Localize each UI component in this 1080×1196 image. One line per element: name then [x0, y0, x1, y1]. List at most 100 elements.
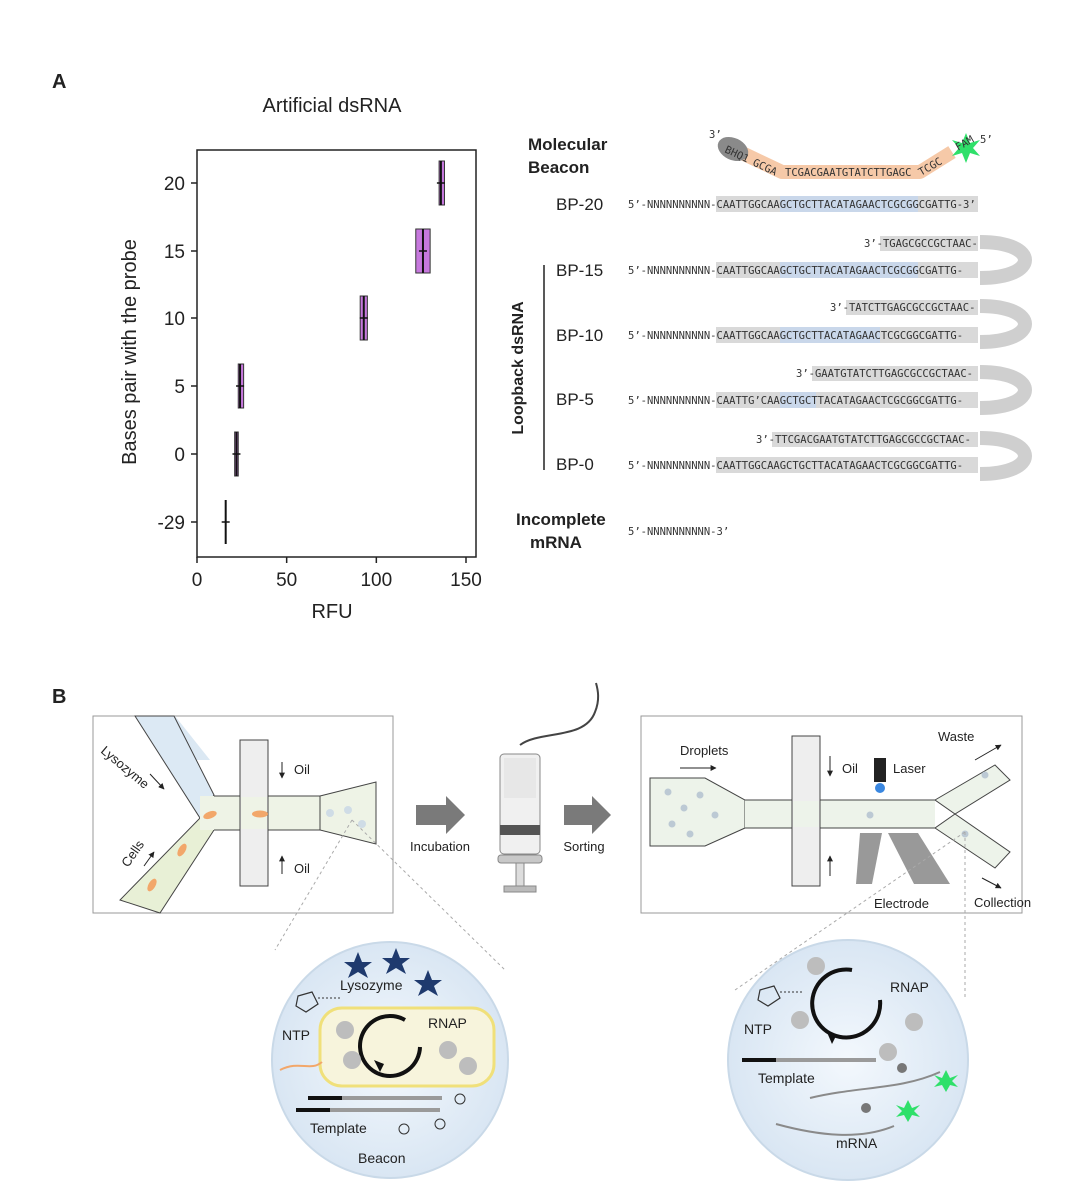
y-tick-label: 5: [174, 377, 185, 398]
y-tick-label: 0: [174, 445, 185, 466]
box-mark: [359, 295, 368, 341]
y-tick-label: 20: [164, 174, 185, 195]
construct-sequence: 5’-NNNNNNNNNN-CAATTG’CAAGCTGCTTACATAGAAC…: [628, 395, 963, 407]
box-chart: Artificial dsRNA Bases pair with the pro…: [119, 95, 482, 623]
box-mark: [236, 363, 245, 409]
sequence-highlight: [716, 457, 978, 473]
y-ticks: -29 0 5 10 15 20: [158, 174, 197, 534]
electrode-icon: [856, 833, 950, 884]
loop-cap: [979, 365, 1032, 415]
construct-name: BP-0: [556, 455, 594, 474]
box-marks: [221, 160, 445, 544]
chart-title: Artificial dsRNA: [263, 95, 403, 117]
loop-cap: [979, 235, 1032, 285]
waste-label: Waste: [938, 729, 974, 744]
lysozyme-inlet: [134, 715, 215, 819]
ntp-molecule-icon: [295, 991, 342, 1013]
construct-sequence: 5’-NNNNNNNNNN-CAATTGGCAAGCTGCTTACATAGAAC…: [628, 265, 963, 277]
beacon-3-end: 3’: [709, 129, 722, 141]
y-tick-label: 15: [164, 242, 185, 263]
x-tick-label: 0: [192, 570, 203, 591]
fluorophore-star-icon: [952, 133, 980, 163]
sorting-label: Sorting: [563, 839, 604, 854]
droplet-zoom-right: RNAP NTP Template mRNA: [727, 939, 969, 1181]
oil-bottom-label: Oil: [294, 861, 310, 876]
laser-icon: [874, 758, 886, 782]
sorting-chip: Droplets Oil Laser Waste Electrode Colle…: [640, 715, 1031, 914]
beacon-loop: TCGACGAATGTATCTTGAGC: [785, 167, 911, 179]
x-tick-label: 100: [360, 570, 392, 591]
probe-binding-highlight: [780, 327, 880, 343]
top-strand-highlight: [772, 432, 978, 447]
rnap-cycle-arrow-icon: [358, 1014, 422, 1078]
quencher-icon: [717, 136, 749, 162]
molecular-beacon: Molecular Beacon 3’ BHQ1 GCGA TCGACGAATG…: [528, 129, 993, 179]
probe-binding-highlight: [780, 392, 816, 408]
top-strand: 3’-TATCTTGAGCGCCGCTAAC-: [830, 302, 975, 314]
beacon-stem-left: GCGA: [751, 157, 780, 179]
rnap-cycle-arrow-icon: [810, 967, 883, 1040]
ntp-molecule-icon: [757, 985, 804, 1007]
loop-cap: [979, 299, 1032, 349]
collection-outlet: [934, 813, 1011, 869]
collection-label: Collection: [974, 895, 1031, 910]
probe-binding-highlight: [780, 262, 918, 278]
construct-sequence: 5’-NNNNNNNNNN-CAATTGGCAAGCTGCTTACATAGAAC…: [628, 460, 963, 472]
lysozyme-star-icon: [382, 948, 410, 974]
rnap-label: RNAP: [890, 979, 929, 995]
electrode-label: Electrode: [874, 896, 929, 911]
mrna-label: mRNA: [836, 1135, 878, 1151]
encapsulation-chip: Lysozyme Cells Oil Oil: [92, 715, 394, 914]
top-strand: 3’-TGAGCGCCGCTAAC-: [864, 238, 978, 250]
construct-name: BP-15: [556, 261, 603, 280]
construct-sequence: 5’-NNNNNNNNNN-CAATTGGCAAGCTGCTTACATAGAAC…: [628, 330, 963, 342]
template-label: Template: [758, 1070, 815, 1086]
construct-name: BP-10: [556, 326, 603, 345]
construct-sequence: 5’-NNNNNNNNNN-CAATTGGCAAGCTGCTTACATAGAAC…: [628, 199, 976, 211]
y-tick-label: -29: [158, 513, 185, 534]
top-strand-highlight: [812, 366, 978, 381]
incomplete-label-1: Incomplete: [516, 510, 606, 529]
loopback-label: Loopback dsRNA: [510, 301, 527, 435]
top-strand-highlight: [846, 300, 978, 315]
x-axis-label: RFU: [311, 601, 352, 623]
panel-label-b: B: [52, 686, 66, 708]
rnap-label: RNAP: [428, 1015, 467, 1031]
x-tick-label: 50: [276, 570, 297, 591]
top-strand: 3’-TTCGACGAATGTATCTTGAGCGCCGCTAAC-: [756, 434, 971, 446]
beacon-5-end: 5’: [980, 134, 993, 146]
top-strand-highlight: [880, 236, 978, 251]
beacon-label-1: Molecular: [528, 135, 608, 154]
beacon-stem-right: TCGC: [917, 156, 945, 179]
probe-binding-highlight: [780, 196, 918, 212]
box-mark: [232, 431, 241, 477]
ntp-label: NTP: [744, 1021, 772, 1037]
plot-frame: [196, 149, 477, 558]
beacon-label-2: Beacon: [528, 158, 589, 177]
ntp-label: NTP: [282, 1027, 310, 1043]
x-tick-label: 150: [450, 570, 482, 591]
box-mark: [415, 228, 431, 274]
droplets-label: Droplets: [680, 743, 729, 758]
top-strand: 3’-GAATGTATCTTGAGCGCCGCTAAC-: [796, 368, 973, 380]
droplet-zoom-left: Lysozyme NTP RNAP Template Beacon: [271, 941, 509, 1179]
construct-name: BP-5: [556, 390, 594, 409]
loop-cap: [979, 431, 1032, 481]
y-tick-label: 10: [164, 309, 185, 330]
beacon-backbone: [738, 146, 956, 179]
beacon-label: Beacon: [358, 1150, 405, 1166]
waste-outlet: [934, 764, 1011, 815]
template-label: Template: [310, 1120, 367, 1136]
construct-name: BP-20: [556, 195, 603, 214]
sort-channel: [745, 800, 935, 828]
dsrna-constructs: BP-20 5’-NNNNNNNNNN-CAATTGGCAAGCTGCTTACA…: [510, 195, 1032, 552]
y-axis-label: Bases pair with the probe: [119, 239, 141, 465]
syringe-icon: [497, 682, 600, 893]
fluorescence-star-icon: [934, 1070, 958, 1092]
incomplete-sequence: 5’-NNNNNNNNNN-3’: [628, 526, 729, 538]
panel-label-a: A: [52, 71, 66, 93]
fluorescence-star-icon: [896, 1100, 920, 1122]
incomplete-label-2: mRNA: [530, 533, 582, 552]
oil-label: Oil: [842, 761, 858, 776]
